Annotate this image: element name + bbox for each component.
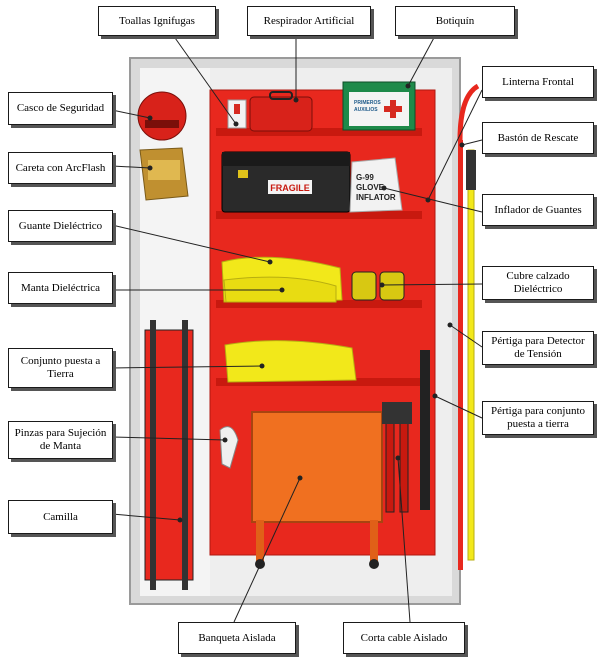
toallas-cross xyxy=(234,104,240,114)
label-guante-dielectrico: Guante Dieléctrico xyxy=(8,210,113,242)
banqueta-leg-left xyxy=(256,520,264,562)
label-corta-cable-aislado: Corta cable Aislado xyxy=(343,622,465,654)
camilla-rail-2 xyxy=(182,320,188,590)
arrows xyxy=(111,27,483,623)
inflador-text: G-99 GLOVE INFLATOR xyxy=(356,173,396,202)
label-casco-de-seguridad: Casco de Seguridad xyxy=(8,92,113,125)
label-careta-con-arcflash: Careta con ArcFlash xyxy=(8,152,113,184)
fragile-sticker xyxy=(268,180,312,194)
label-pertiga-detector-tension: Pértiga para Detector de Tensión xyxy=(482,331,594,365)
label-respirador-artificial: Respirador Artificial xyxy=(247,6,371,36)
label-cubre-calzado-dielectrico: Cubre calzado Dieléctrico xyxy=(482,266,594,300)
toolbox-latch xyxy=(238,170,248,178)
label-manta-dielectrica: Manta Dieléctrica xyxy=(8,272,113,304)
label-banqueta-aislada: Banqueta Aislada xyxy=(178,622,296,654)
casco-visor xyxy=(145,120,179,128)
botiquin-text: PRIMEROS AUXILIOS xyxy=(354,100,382,113)
toolbox-lid xyxy=(222,152,350,166)
pertiga-negra xyxy=(420,350,430,510)
arrow-heads xyxy=(147,83,465,523)
label-botiquin: Botiquín xyxy=(395,6,515,36)
baston-rescate xyxy=(458,140,463,570)
corta-cable-head xyxy=(382,402,412,424)
careta-visor xyxy=(148,160,180,180)
banqueta-foot-left xyxy=(255,559,265,569)
shelf-top xyxy=(216,128,422,136)
respirador-bag xyxy=(249,96,313,132)
label-inflador-de-guantes: Inflador de Guantes xyxy=(482,194,594,226)
botiquin-cross-h xyxy=(384,106,402,112)
conjunto-bag xyxy=(224,340,357,383)
pinzas-hooks xyxy=(219,426,239,469)
corta-cable-handle-1 xyxy=(385,419,395,513)
pertiga-detector-end xyxy=(466,150,476,190)
label-pertiga-conjunto-puesta-tierra: Pértiga para conjunto puesta a tierra xyxy=(482,401,594,435)
shelf-fourth xyxy=(216,378,422,386)
shelf-third xyxy=(216,300,422,308)
fragile-text: FRAGILE xyxy=(270,183,310,193)
label-baston-de-rescate: Bastón de Rescate xyxy=(482,122,594,154)
banqueta-seat xyxy=(251,411,383,523)
shelf-second xyxy=(216,211,422,219)
baston-hook xyxy=(457,83,480,141)
label-conjunto-puesta-a-tierra: Conjunto puesta a Tierra xyxy=(8,348,113,388)
label-camilla: Camilla xyxy=(8,500,113,534)
banqueta-leg-right xyxy=(370,520,378,562)
label-linterna-frontal: Linterna Frontal xyxy=(482,66,594,98)
respirador-bag-handle xyxy=(269,91,293,100)
casco xyxy=(137,91,187,141)
banqueta-foot-right xyxy=(369,559,379,569)
cubre-calzado-1 xyxy=(351,271,377,301)
inflador-bag xyxy=(349,157,403,213)
label-pinzas-sujecion-manta: Pinzas para Sujeción de Manta xyxy=(8,421,113,459)
label-toallas-ignifugas: Toallas Ignifugas xyxy=(98,6,216,36)
pertiga-detector xyxy=(467,149,475,561)
camilla-rail-1 xyxy=(150,320,156,590)
